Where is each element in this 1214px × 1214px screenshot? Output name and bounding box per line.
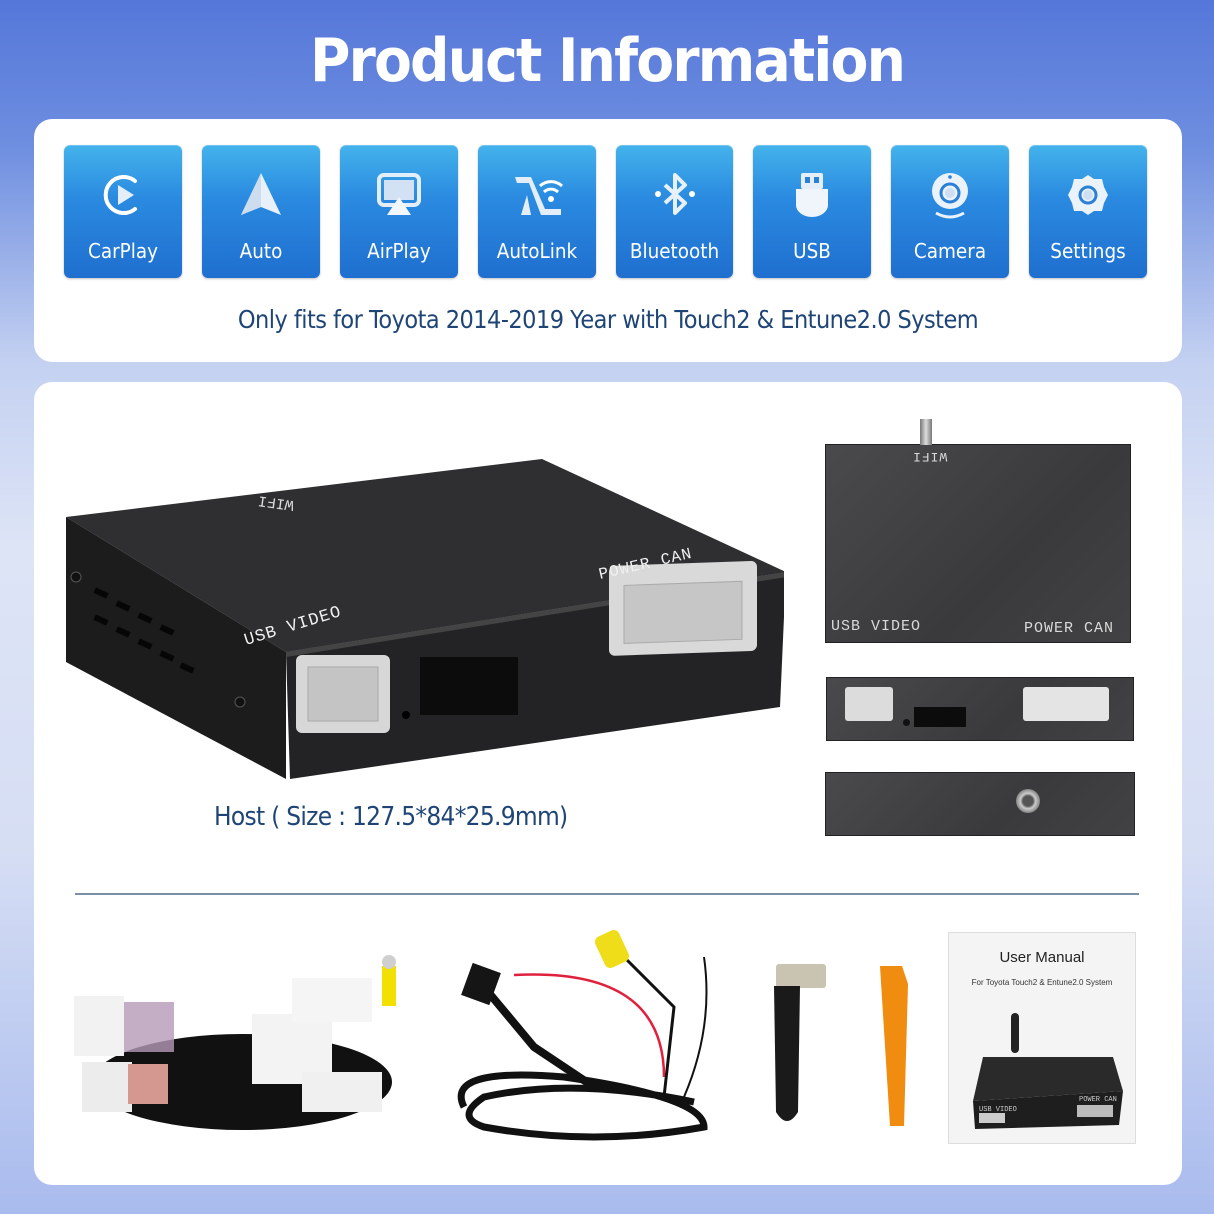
top-power-can-marking: POWER CAN [1024,620,1115,637]
tile-carplay[interactable]: CarPlay [64,145,182,278]
android-auto-icon [202,169,320,221]
page-title: Product Information [309,26,906,96]
antenna-port [1016,789,1040,813]
indicator-led [903,719,910,726]
features-card: CarPlay Auto AirPlay AutoLink Bluetooth [34,119,1182,362]
host-back-view [825,772,1135,836]
host-size-label: Host ( Size : 127.5*84*25.9mm) [214,802,568,832]
autolink-icon [478,169,596,221]
tile-camera[interactable]: Camera [891,145,1009,278]
camera-icon [891,169,1009,221]
tile-airplay[interactable]: AirPlay [340,145,458,278]
manual-title: User Manual [999,949,1085,966]
feature-tiles: CarPlay Auto AirPlay AutoLink Bluetooth [64,145,1147,278]
bluetooth-icon [616,169,733,221]
antenna-connector [920,419,932,445]
settings-icon [1029,169,1147,221]
airplay-icon [340,169,458,221]
wifi-antenna-image [774,964,826,1121]
compatibility-note: Only fits for Toyota 2014-2019 Year with… [237,305,979,334]
usb-icon [753,169,871,221]
host-front-view [826,677,1134,741]
usb-video-port [845,687,893,721]
user-manual-image: User Manual For Toyota Touch2 & Entune2.… [948,932,1136,1144]
host-top-view: WIFI USB VIDEO POWER CAN [825,419,1131,643]
svg-text:POWER CAN: POWER CAN [1079,1096,1117,1104]
carplay-icon [64,169,182,221]
top-usb-video-marking: USB VIDEO [831,618,922,635]
svg-text:USB VIDEO: USB VIDEO [979,1106,1017,1114]
tile-bluetooth[interactable]: Bluetooth [616,145,733,278]
product-card: WIFI USB VIDEO POWER CAN Host ( Size : 1… [34,382,1182,1185]
power-can-port [1023,687,1109,721]
section-divider [75,893,1139,895]
host-box-image: WIFI USB VIDEO POWER CAN [66,459,784,779]
manual-subtitle: For Toyota Touch2 & Entune2.0 System [971,978,1113,987]
tile-auto[interactable]: Auto [202,145,320,278]
tile-settings[interactable]: Settings [1029,145,1147,278]
host-wifi-marking: WIFI [257,491,295,513]
usb-video-cable-image [457,930,708,1141]
pry-tool-image [880,966,908,1126]
main-harness-image [74,955,396,1130]
tile-autolink[interactable]: AutoLink [478,145,596,278]
top-wifi-marking: WIFI [912,449,948,464]
dip-switch [914,707,966,727]
tile-usb[interactable]: USB [753,145,871,278]
